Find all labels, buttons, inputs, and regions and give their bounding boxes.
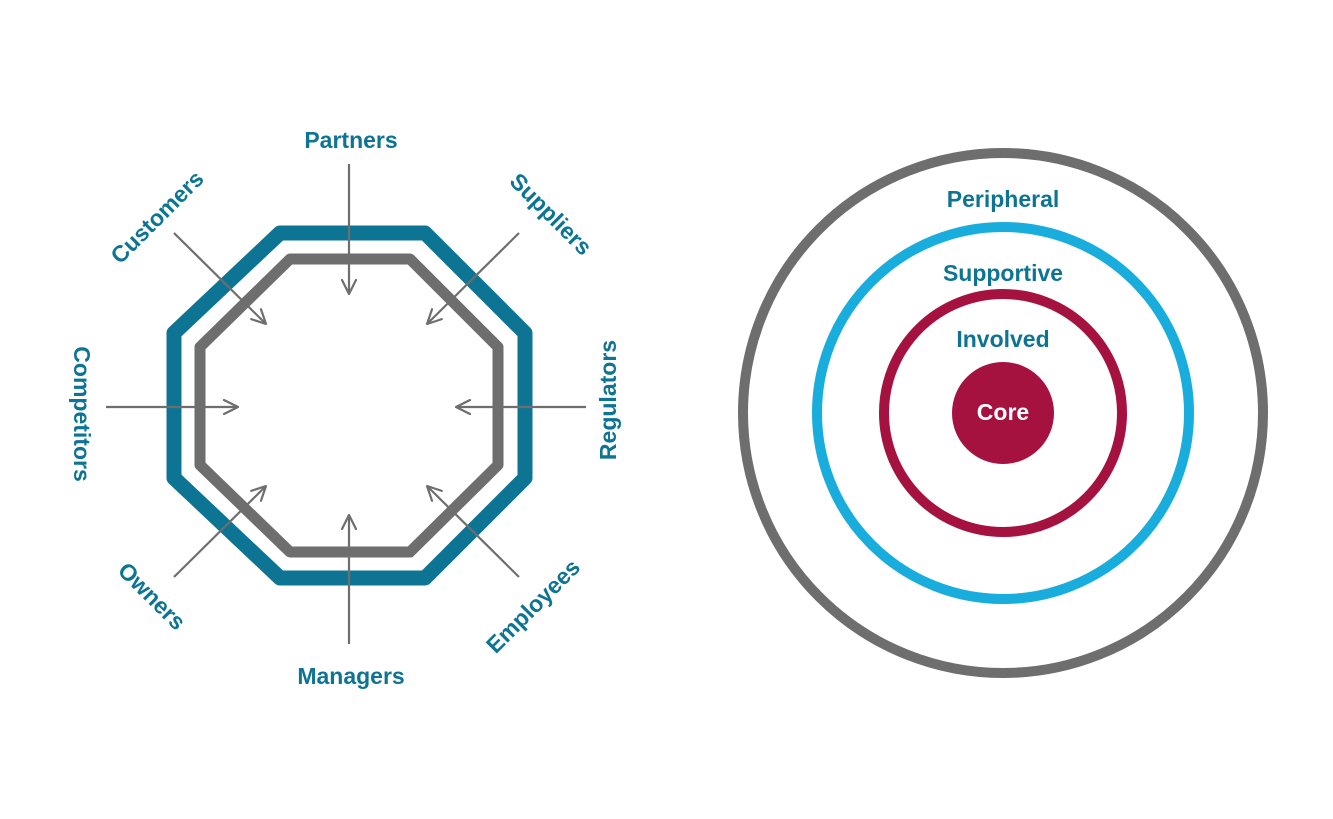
concentric-circles-diagram: Peripheral Supportive Involved Core bbox=[738, 148, 1268, 678]
label-peripheral: Peripheral bbox=[947, 186, 1060, 212]
arrow-suppliers bbox=[427, 232, 520, 324]
label-managers: Managers bbox=[297, 663, 404, 689]
label-owners: Owners bbox=[113, 557, 191, 635]
label-suppliers: Suppliers bbox=[505, 168, 597, 260]
outer-octagon bbox=[166, 225, 533, 586]
supportive-ring bbox=[812, 222, 1194, 604]
label-core: Core bbox=[977, 399, 1029, 425]
peripheral-ring bbox=[738, 148, 1268, 678]
label-regulators: Regulators bbox=[595, 340, 621, 460]
core-circle bbox=[952, 362, 1054, 464]
arrow-customers bbox=[173, 232, 266, 324]
octagon-diagram: Partners Suppliers Regulators Employees … bbox=[69, 127, 621, 689]
arrow-owners bbox=[173, 486, 266, 578]
label-supportive: Supportive bbox=[943, 260, 1063, 286]
label-involved: Involved bbox=[956, 326, 1049, 352]
label-employees: Employees bbox=[481, 554, 585, 658]
arrow-employees bbox=[427, 486, 520, 578]
label-competitors: Competitors bbox=[69, 346, 95, 481]
label-partners: Partners bbox=[304, 127, 397, 153]
involved-ring bbox=[879, 289, 1127, 537]
inner-octagon bbox=[194, 253, 504, 558]
